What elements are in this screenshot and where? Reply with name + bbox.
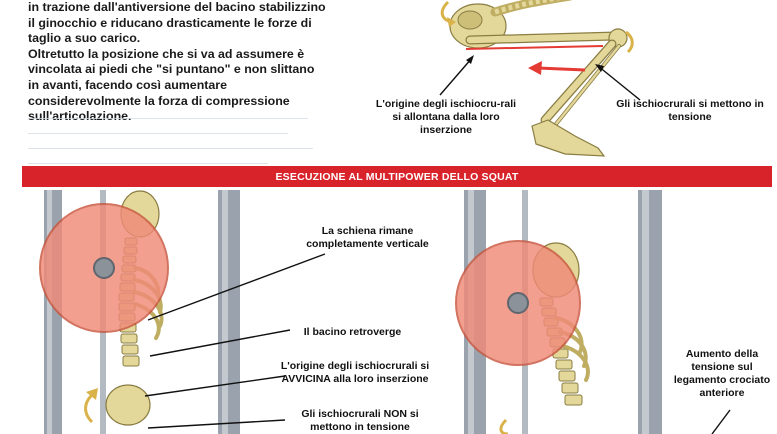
- caption-back-vertical: La schiena rimane completamente vertical…: [306, 225, 429, 250]
- section-banner: ESECUZIONE AL MULTIPOWER DELLO SQUAT: [22, 166, 772, 187]
- top-skeleton-figure: [439, 0, 641, 157]
- bleed-through-text: [28, 110, 328, 164]
- caption-origin-away: L'origine degli ischiocru-rali si allont…: [375, 98, 517, 136]
- bottom-right-figure: [455, 190, 731, 434]
- bottom-left-figure: [39, 190, 326, 434]
- caption-origin-closer: L'origine degli ischiocrurali si AVVICIN…: [280, 360, 430, 385]
- caption-no-tension: Gli ischiocrurali NON si mettono in tens…: [301, 408, 419, 433]
- caption-hamstrings-tension: Gli ischiocrurali si mettono in tensione: [616, 98, 764, 123]
- caption-pelvis-retro: Il bacino retroverge: [303, 326, 402, 338]
- intro-paragraph: in trazione dall'antiversione del bacino…: [28, 0, 326, 124]
- caption-acl-tension: Aumento della tensione sul legamento cro…: [673, 348, 771, 399]
